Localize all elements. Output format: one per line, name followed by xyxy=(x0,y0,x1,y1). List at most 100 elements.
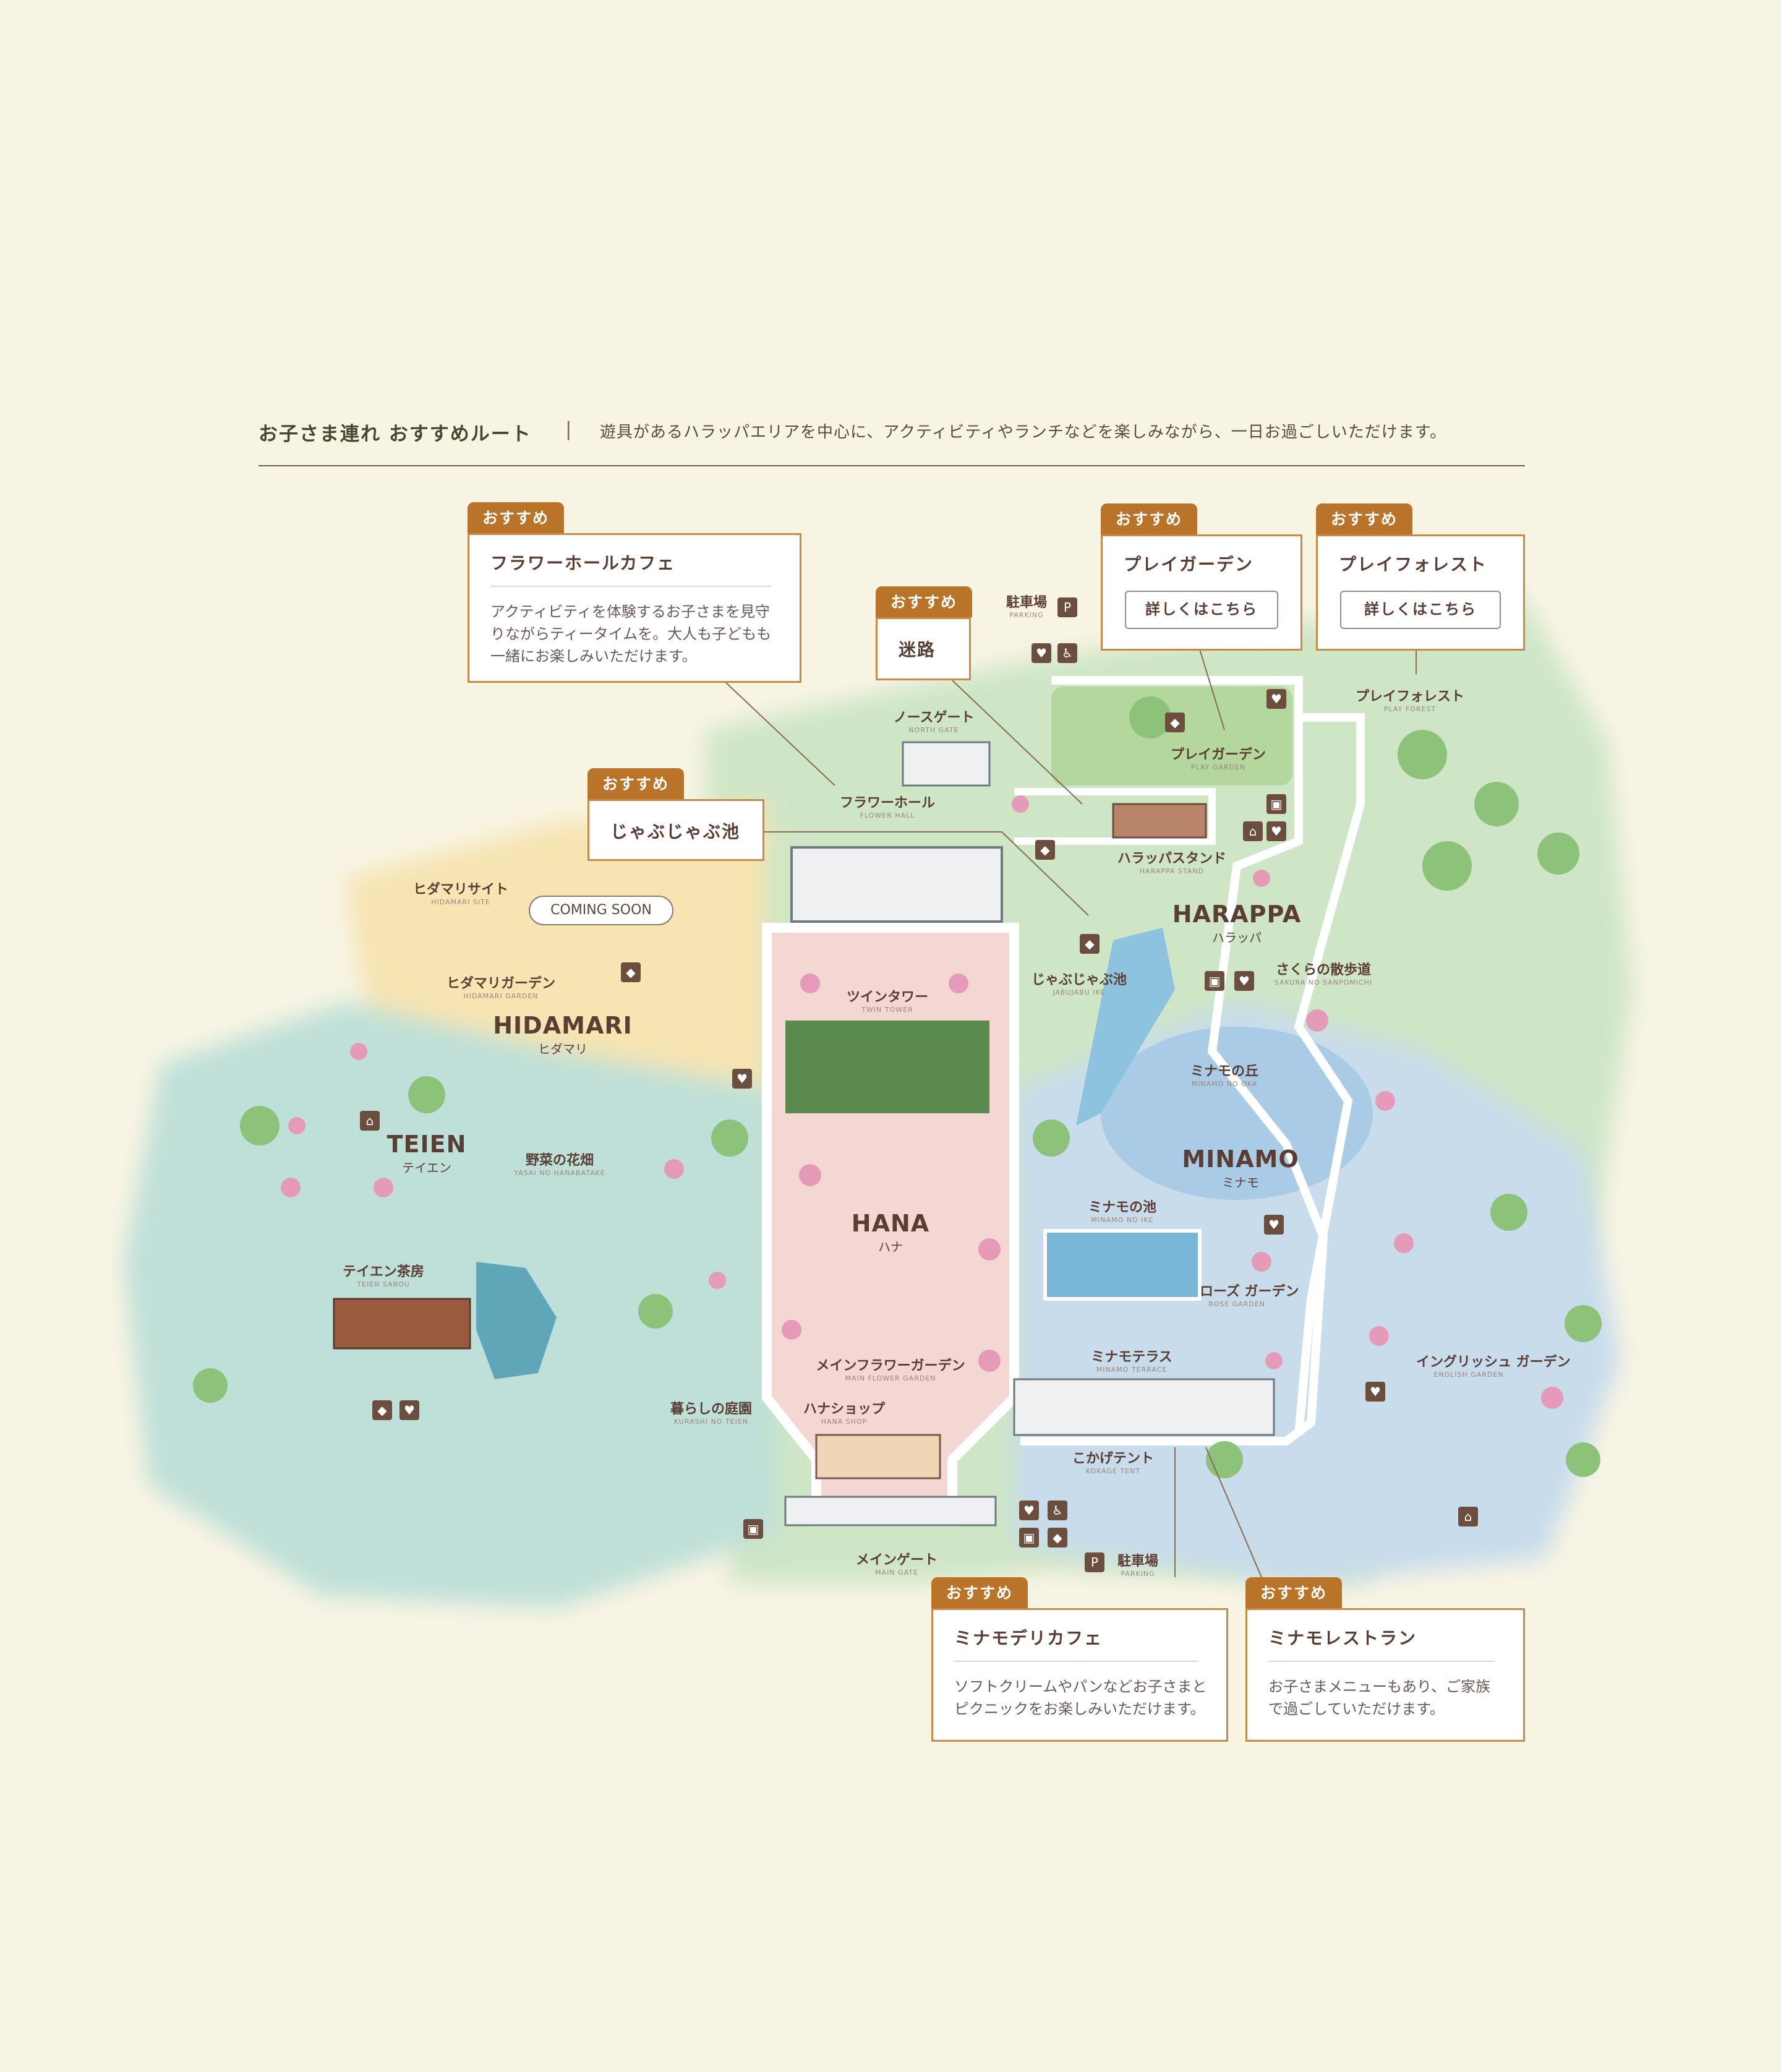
drink-icon: ◆ xyxy=(1035,840,1055,860)
divider xyxy=(1268,1661,1495,1662)
restroom-icon: ♥ xyxy=(1266,689,1286,709)
play-garden-title: プレイガーデン xyxy=(1124,554,1254,575)
play-garden-detail-button[interactable]: 詳しくはこちら xyxy=(1125,591,1278,629)
teien-sabou xyxy=(333,1298,471,1350)
harappa-stand xyxy=(1112,803,1207,839)
north-gate xyxy=(902,741,991,787)
drink-icon: ◆ xyxy=(1080,934,1100,954)
home-icon: ⌂ xyxy=(1243,821,1263,841)
route-title: お子さま連れ おすすめルート xyxy=(258,423,532,445)
meiro-callout: 迷路 xyxy=(876,617,971,680)
minamo-restaurant-tag: おすすめ xyxy=(1245,1577,1343,1608)
hana-shop xyxy=(815,1434,941,1479)
drink-icon: ◆ xyxy=(1165,713,1185,732)
minamo-restaurant-title: ミナモレストラン xyxy=(1268,1628,1417,1648)
divider xyxy=(490,586,771,587)
minamo-hill xyxy=(1101,1027,1373,1200)
meiro-title: 迷路 xyxy=(899,640,936,660)
route-description: 遊具があるハラッパエリアを中心に、アクティビティやランチなどを楽しみながら、一日… xyxy=(600,423,1447,442)
accessible-icon: ♿ xyxy=(1057,643,1077,663)
home-icon: ⌂ xyxy=(360,1111,380,1131)
minamo-deli-title: ミナモデリカフェ xyxy=(954,1628,1103,1648)
shop-icon: ▣ xyxy=(1019,1528,1039,1548)
header-separator: | xyxy=(565,418,572,440)
flower-cafe-tag: おすすめ xyxy=(468,502,565,533)
play-forest-title: プレイフォレスト xyxy=(1339,554,1488,575)
restroom-icon: ♥ xyxy=(1234,971,1254,991)
shop-icon: ▣ xyxy=(1205,971,1224,991)
restroom-icon: ♥ xyxy=(399,1400,419,1420)
meiro-tag: おすすめ xyxy=(876,586,973,617)
flower-cafe-callout: フラワーホールカフェ アクティビティを体験するお子さまを見守りながらティータイム… xyxy=(468,533,801,683)
minamo-restaurant-callout: ミナモレストラン お子さまメニューもあり、ご家族で過ごしていただけます。 xyxy=(1245,1608,1525,1742)
jabujabu-callout: じゃぶじゃぶ池 xyxy=(587,799,764,861)
restroom-icon: ♥ xyxy=(1266,821,1286,841)
play-garden-tag: おすすめ xyxy=(1101,503,1198,534)
route-header: お子さま連れ おすすめルート | 遊具があるハラッパエリアを中心に、アクティビテ… xyxy=(258,418,1525,466)
play-garden-area xyxy=(1051,687,1292,786)
restroom-icon: ♥ xyxy=(1365,1382,1385,1402)
play-forest-tag: おすすめ xyxy=(1316,503,1413,534)
restroom-icon: ♥ xyxy=(1019,1500,1039,1520)
park-map xyxy=(124,594,1633,1608)
jabujabu-tag: おすすめ xyxy=(587,768,685,799)
minamo-pond xyxy=(1043,1229,1202,1301)
teien-pond xyxy=(476,1262,557,1379)
flower-cafe-desc: アクティビティを体験するお子さまを見守りながらティータイムを。大人も子どもも一緒… xyxy=(490,603,772,665)
play-forest-callout: プレイフォレスト 詳しくはこちら xyxy=(1316,534,1525,651)
home-icon: ⌂ xyxy=(1458,1507,1478,1526)
accessible-icon: ♿ xyxy=(1048,1500,1067,1520)
minamo-restaurant-desc: お子さまメニューもあり、ご家族で過ごしていただけます。 xyxy=(1268,1678,1491,1718)
minamo-deli-callout: ミナモデリカフェ ソフトクリームやパンなどお子さまとピクニックをお楽しみいただけ… xyxy=(931,1608,1228,1742)
restroom-icon: ♥ xyxy=(1264,1215,1284,1235)
divider xyxy=(954,1661,1198,1662)
shop-icon: ▣ xyxy=(743,1519,763,1539)
upper-path xyxy=(1014,788,1216,845)
restroom-icon: ♥ xyxy=(1031,643,1051,663)
parking-icon: P xyxy=(1057,597,1077,617)
minamo-terrace xyxy=(1013,1378,1275,1436)
trees xyxy=(193,696,1602,1478)
flower-hall xyxy=(790,846,1003,923)
main-gate xyxy=(784,1496,997,1526)
restroom-icon: ♥ xyxy=(732,1069,752,1089)
jabujabu-title: じゃぶじゃぶ池 xyxy=(610,821,741,842)
shop-icon: ▣ xyxy=(1266,794,1286,814)
twin-tower xyxy=(785,1021,989,1113)
flowers xyxy=(281,795,1563,1409)
drink-icon: ◆ xyxy=(1048,1528,1067,1548)
minamo-deli-tag: おすすめ xyxy=(931,1577,1028,1608)
play-forest-detail-button[interactable]: 詳しくはこちら xyxy=(1340,591,1501,629)
forest-path xyxy=(1294,713,1365,1436)
coming-soon-badge: COMING SOON xyxy=(529,896,673,925)
play-garden-callout: プレイガーデン 詳しくはこちら xyxy=(1101,534,1302,651)
